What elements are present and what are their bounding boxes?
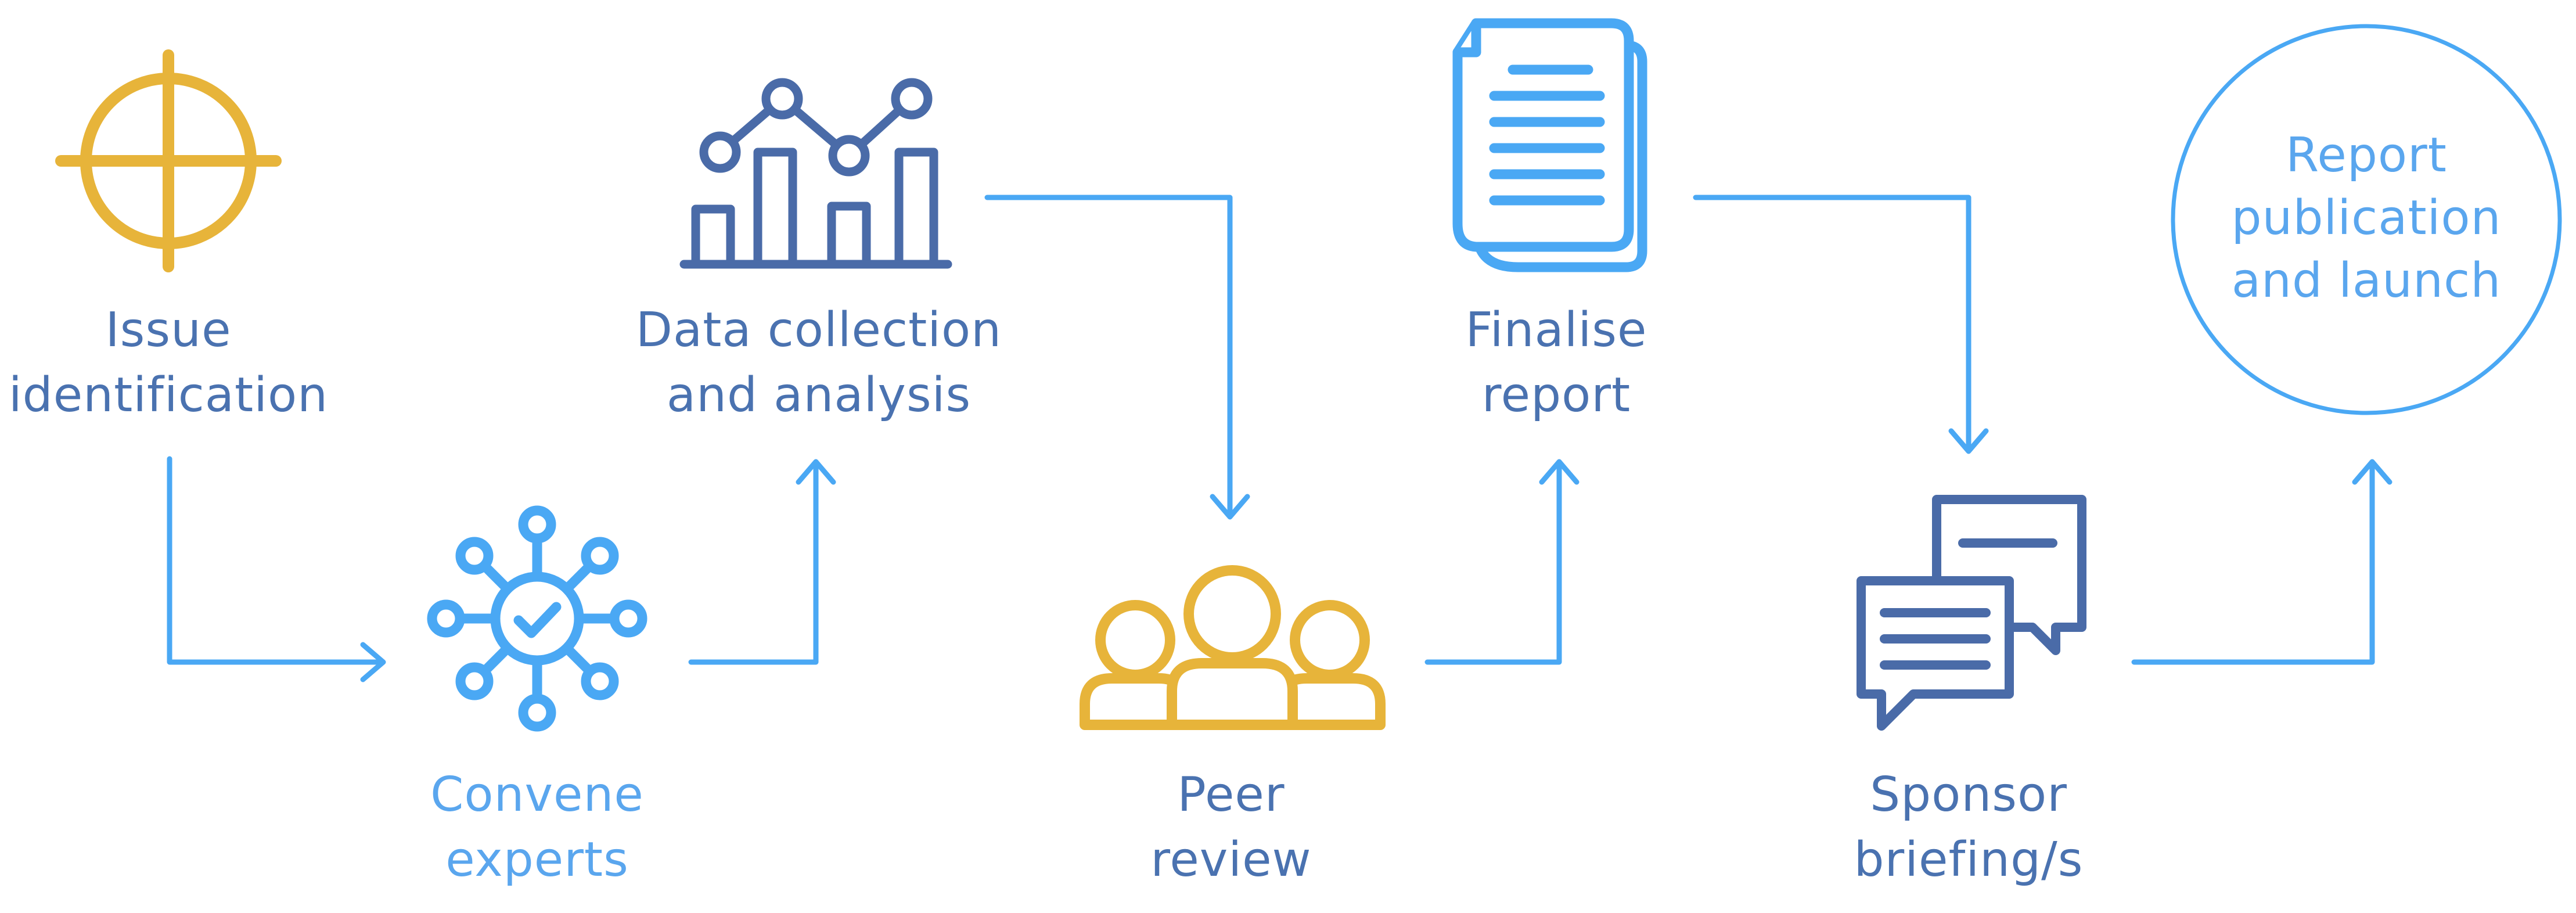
- sponsor-briefing-line1: Sponsor: [1870, 767, 2067, 822]
- report-publication-line3: and launch: [2231, 253, 2502, 308]
- sponsor-briefing-line2: briefing/s: [1854, 832, 2084, 887]
- publication-circle: [2171, 24, 2562, 415]
- issue-identification-line2: identification: [8, 368, 329, 423]
- label-report-publication: Report publication and launch: [2189, 124, 2543, 312]
- peer-review-line2: review: [1150, 832, 1312, 887]
- people-group-icon: [1080, 565, 1386, 730]
- bar-line-chart-icon: [679, 78, 952, 269]
- connector-convene-to-data: [688, 462, 819, 665]
- crosshair-icon: [55, 49, 282, 272]
- label-peer-review: Peer review: [1080, 763, 1382, 893]
- label-sponsor-briefing: Sponsor briefing/s: [1818, 763, 2120, 893]
- connectors: [167, 195, 2392, 682]
- report-publication-line2: publication: [2231, 190, 2502, 246]
- documents-icon: [1452, 18, 1647, 272]
- connector-issue-to-convene: [167, 456, 383, 665]
- arrowhead-publication: [2352, 459, 2392, 485]
- finalise-report-line2: report: [1481, 368, 1631, 423]
- arrowhead-data: [796, 459, 836, 485]
- connector-finalise-to-sponsor: [1693, 195, 1971, 450]
- arrowhead-sponsor: [1948, 428, 1989, 454]
- chat-bubbles-icon: [1857, 495, 2086, 731]
- label-finalise-report: Finalise report: [1405, 298, 1707, 428]
- convene-experts-line1: Convene: [430, 767, 644, 822]
- arrowhead-finalise: [1539, 459, 1580, 485]
- data-collection-line1: Data collection: [635, 303, 1002, 358]
- issue-identification-line1: Issue: [105, 303, 232, 358]
- arrowhead-convene: [360, 642, 386, 682]
- connector-sponsor-to-publication: [2131, 462, 2375, 665]
- report-publication-line1: Report: [2286, 128, 2447, 183]
- label-issue-identification: Issue identification: [6, 298, 331, 428]
- finalise-report-line1: Finalise: [1465, 303, 1647, 358]
- data-collection-line2: and analysis: [666, 368, 972, 423]
- network-check-icon: [427, 505, 647, 732]
- connector-peer-to-finalise: [1424, 462, 1562, 665]
- arrowhead-peer: [1210, 494, 1250, 520]
- label-data-collection: Data collection and analysis: [610, 298, 1028, 428]
- label-convene-experts: Convene experts: [383, 763, 691, 893]
- peer-review-line1: Peer: [1177, 767, 1285, 822]
- connector-data-to-peer: [984, 195, 1233, 517]
- convene-experts-line2: experts: [445, 832, 629, 887]
